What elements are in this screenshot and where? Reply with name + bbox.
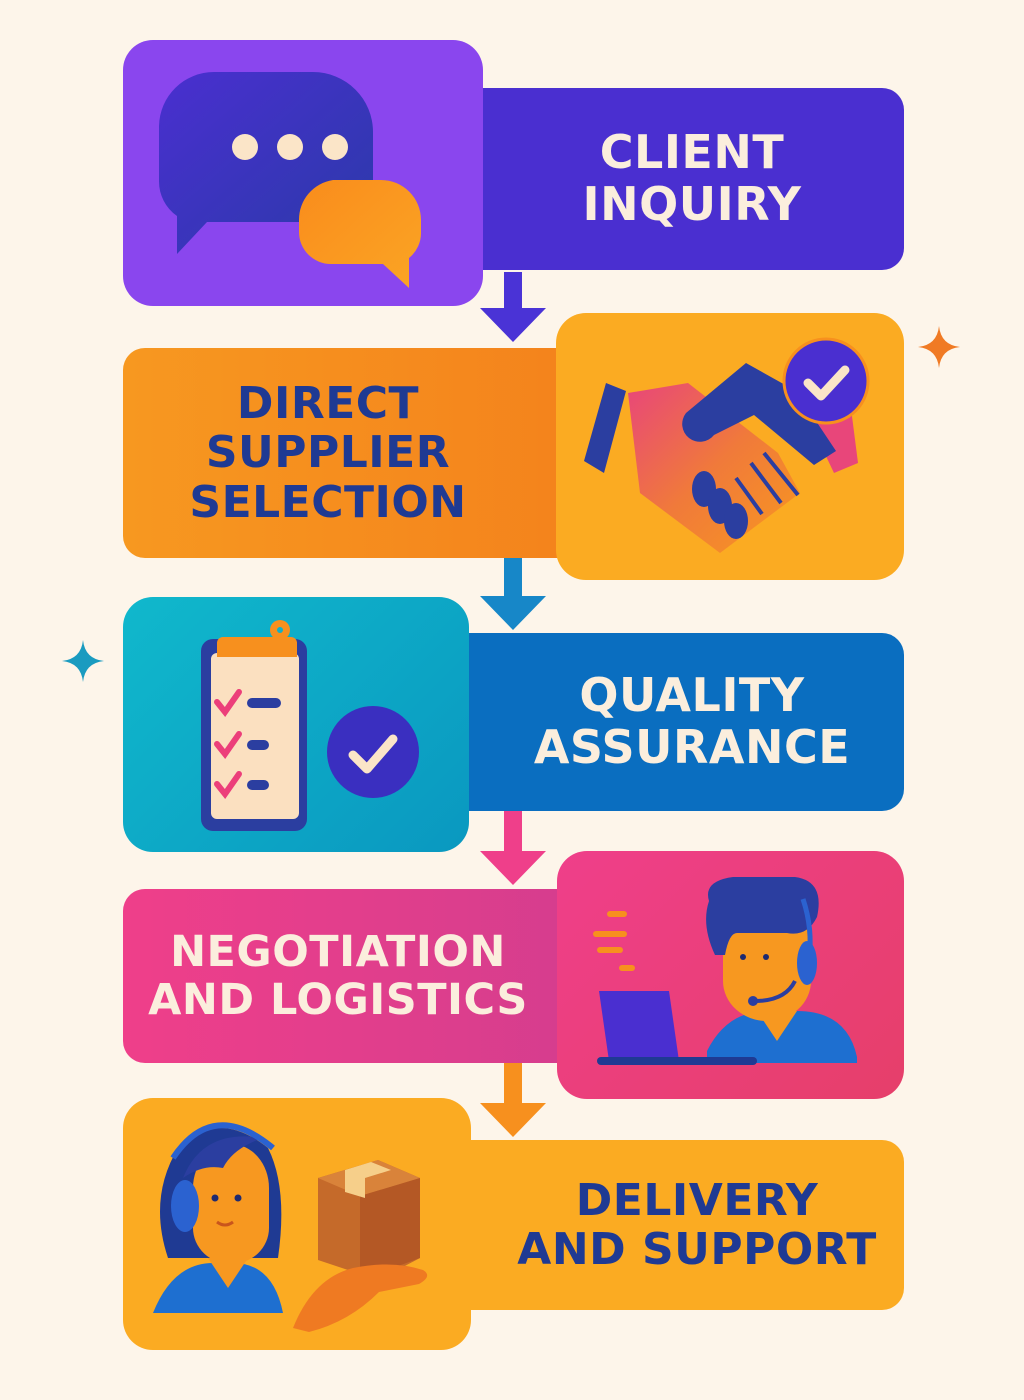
step-2-label-bar: DIRECT SUPPLIER SELECTION bbox=[123, 348, 593, 558]
agent-holding-package-icon bbox=[153, 1122, 428, 1332]
step-4-icon-tile bbox=[557, 851, 904, 1099]
step-1-title-line-2: INQUIRY bbox=[582, 177, 802, 231]
sparkle-decoration-blue bbox=[62, 640, 104, 682]
step-1-title-line-1: CLIENT bbox=[599, 125, 785, 180]
sparkle-decoration-orange bbox=[918, 326, 960, 368]
connector-arrow-2-to-3 bbox=[480, 558, 546, 630]
connector-arrow-4-to-5 bbox=[480, 1063, 546, 1137]
step-3-icon-tile bbox=[123, 597, 469, 852]
handshake-check-icon bbox=[584, 337, 870, 553]
step-2-title-line-1: DIRECT bbox=[236, 378, 420, 430]
step-5-label-bar: DELIVERY AND SUPPORT bbox=[440, 1140, 904, 1310]
step-4-title-line-2: AND LOGISTICS bbox=[148, 975, 528, 1025]
agent-with-headset-laptop-icon bbox=[593, 877, 857, 1065]
step-5-title-line-1: DELIVERY bbox=[575, 1174, 819, 1226]
connector-arrow-3-to-4 bbox=[480, 811, 546, 885]
step-3-title-line-1: QUALITY bbox=[579, 668, 805, 723]
step-1-label-bar: CLIENT INQUIRY bbox=[440, 88, 904, 270]
step-2-title-line-2: SUPPLIER bbox=[205, 427, 451, 479]
chat-bubbles-icon bbox=[158, 72, 422, 288]
step-4-title-line-1: NEGOTIATION bbox=[170, 926, 506, 977]
step-5-title-line-2: AND SUPPORT bbox=[517, 1224, 877, 1275]
step-1-icon-tile bbox=[123, 40, 483, 306]
step-3-label-bar: QUALITY ASSURANCE bbox=[440, 633, 904, 811]
step-2-title-line-3: SELECTION bbox=[189, 476, 467, 528]
step-5-icon-tile bbox=[123, 1098, 471, 1350]
clipboard-checklist-icon bbox=[201, 620, 419, 831]
step-2-icon-tile bbox=[556, 313, 904, 580]
step-3-title-line-2: ASSURANCE bbox=[533, 720, 851, 774]
step-4-label-bar: NEGOTIATION AND LOGISTICS bbox=[123, 889, 598, 1063]
connector-arrow-1-to-2 bbox=[480, 272, 546, 342]
